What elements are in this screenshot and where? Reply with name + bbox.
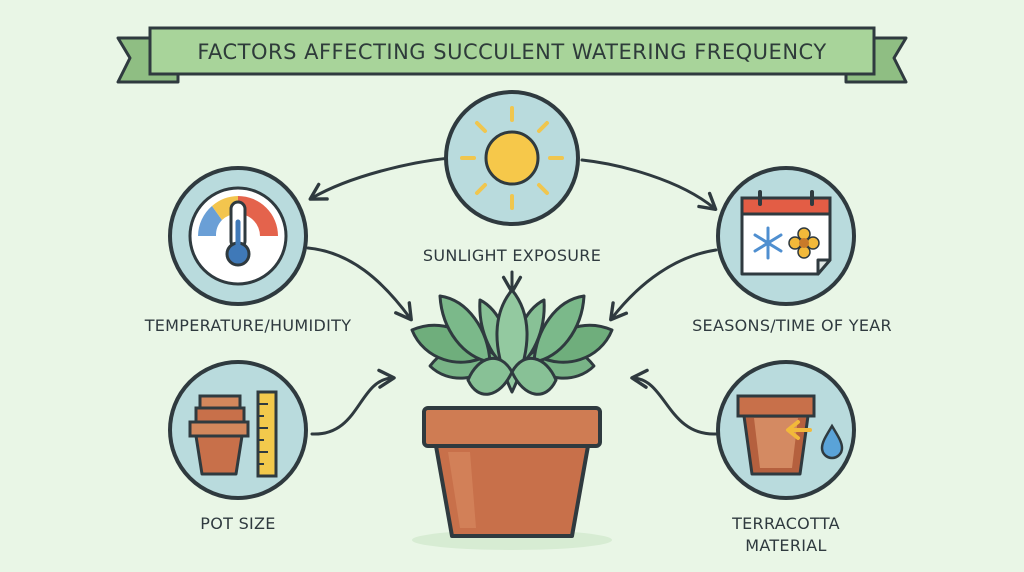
connector-arrows bbox=[306, 156, 718, 436]
label-sunlight-exposure: SUNLIGHT EXPOSURE bbox=[422, 246, 602, 265]
label-terracotta-line-2: MATERIAL bbox=[745, 536, 827, 555]
label-pot-size: POT SIZE bbox=[200, 514, 276, 533]
arrow-terracotta-to-plant bbox=[630, 368, 718, 436]
succulent-plant-icon bbox=[410, 288, 614, 550]
banner-body bbox=[148, 26, 876, 76]
label-seasons-time-of-year: SEASONS/TIME OF YEAR bbox=[692, 316, 892, 335]
arrow-temperature-to-plant bbox=[306, 246, 413, 322]
sun-icon bbox=[460, 106, 564, 210]
terracotta-circle bbox=[716, 360, 856, 500]
page-title: FACTORS AFFECTING SUCCULENT WATERING FRE… bbox=[197, 40, 827, 64]
stacked-pots-icon bbox=[188, 394, 250, 476]
label-terracotta-line-1: TERRACOTTA bbox=[732, 514, 840, 533]
sunlight-circle bbox=[444, 90, 580, 226]
calendar-icon bbox=[740, 190, 832, 276]
terracotta-pot-icon bbox=[736, 394, 816, 476]
title-banner bbox=[116, 26, 908, 84]
water-drop-icon bbox=[820, 423, 844, 460]
thermometer-gauge-icon bbox=[188, 186, 288, 286]
snowflake-icon bbox=[753, 226, 783, 260]
succulent-leaves bbox=[410, 288, 614, 396]
arrow-sun-to-seasons bbox=[580, 158, 718, 212]
ruler-icon bbox=[256, 390, 278, 478]
flower-icon bbox=[788, 227, 820, 259]
label-temperature-humidity: TEMPERATURE/HUMIDITY bbox=[144, 316, 352, 335]
arrow-seasons-to-plant bbox=[609, 248, 718, 322]
arrow-pot-size-to-plant bbox=[310, 368, 396, 436]
arrow-sun-to-temperature bbox=[308, 156, 452, 201]
pot-size-circle bbox=[168, 360, 308, 500]
moisture-arrow-icon bbox=[786, 420, 812, 440]
plant-pot bbox=[422, 406, 602, 538]
temperature-circle bbox=[168, 166, 308, 306]
seasons-circle bbox=[716, 166, 856, 306]
